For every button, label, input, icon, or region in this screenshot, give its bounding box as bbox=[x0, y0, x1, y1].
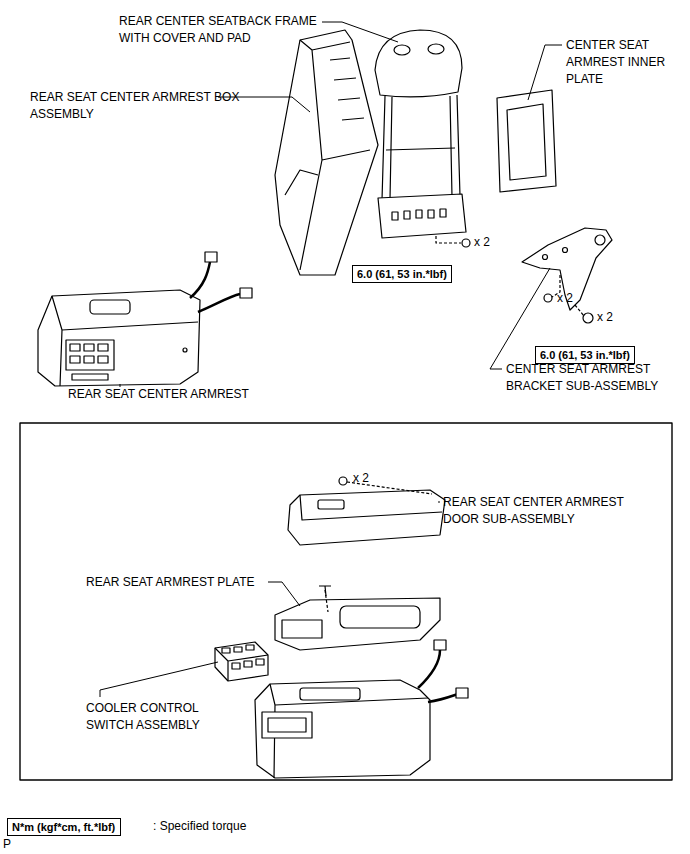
seatback-frame bbox=[392, 212, 398, 220]
center-armrest-lower bbox=[255, 640, 468, 778]
cooler-switch bbox=[232, 663, 240, 669]
center-armrest-lower bbox=[262, 712, 312, 738]
torque-box: 6.0 (61, 53 in.*lbf) bbox=[352, 265, 452, 283]
cooler-switch bbox=[222, 648, 230, 653]
seatback-frame bbox=[375, 30, 462, 97]
fastener-line bbox=[436, 236, 461, 243]
center-armrest bbox=[38, 290, 200, 386]
armrest-door bbox=[288, 490, 445, 545]
armrest-door bbox=[288, 490, 445, 545]
leader-line bbox=[438, 502, 440, 503]
center-armrest-lower bbox=[434, 640, 446, 650]
leader-line bbox=[100, 662, 218, 697]
center-armrest bbox=[72, 374, 108, 380]
cooler-switch bbox=[215, 642, 268, 681]
part-name: CENTER SEAT ARMREST INNER PLATE bbox=[566, 37, 666, 88]
part-name: CENTER SEAT ARMREST BRACKET SUB-ASSEMBLY bbox=[506, 361, 681, 395]
armrest-plate bbox=[282, 620, 322, 638]
part-name: REAR SEAT CENTER ARMREST bbox=[68, 386, 249, 403]
seatback-frame bbox=[394, 45, 410, 55]
screw-symbol bbox=[319, 586, 331, 596]
legend-text: : Specified torque bbox=[153, 818, 246, 835]
seatback-frame bbox=[440, 209, 446, 217]
center-armrest bbox=[70, 344, 80, 351]
armrest-plate bbox=[340, 606, 420, 628]
part-name: REAR SEAT CENTER ARMREST BOX ASSEMBLY bbox=[30, 89, 240, 123]
part-name: REAR CENTER SEATBACK FRAME WITH COVER AN… bbox=[119, 13, 319, 47]
bolt-symbol bbox=[583, 313, 593, 323]
armrest-bracket bbox=[522, 228, 612, 310]
fastener-line bbox=[575, 305, 584, 316]
armrest-box-assembly bbox=[275, 30, 378, 275]
center-armrest-lower bbox=[428, 694, 458, 702]
torque-box: 6.0 (61, 53 in.*lbf) bbox=[535, 346, 635, 364]
center-armrest bbox=[90, 300, 130, 314]
armrest-box-assembly bbox=[300, 40, 370, 270]
center-armrest bbox=[198, 294, 240, 312]
armrest-box-assembly bbox=[275, 30, 378, 275]
center-armrest bbox=[52, 296, 198, 386]
cooler-switch bbox=[215, 642, 268, 681]
quantity: x 2 bbox=[597, 309, 613, 326]
seatback-frame bbox=[375, 30, 466, 238]
inner-plate bbox=[497, 90, 556, 192]
nut-symbol bbox=[544, 294, 552, 302]
quantity: x 2 bbox=[557, 290, 573, 307]
leader-line bbox=[322, 22, 398, 42]
leader-line bbox=[100, 22, 562, 697]
group-frame bbox=[20, 423, 672, 780]
armrest-bracket bbox=[595, 235, 605, 245]
seatback-frame bbox=[386, 148, 455, 150]
center-armrest bbox=[205, 252, 217, 262]
center-armrest bbox=[84, 344, 94, 351]
seatback-frame bbox=[416, 210, 422, 218]
center-armrest bbox=[183, 348, 187, 352]
center-armrest bbox=[38, 252, 252, 386]
part-name: REAR SEAT ARMREST PLATE bbox=[86, 574, 255, 591]
armrest-bracket bbox=[563, 248, 568, 253]
nut-symbol bbox=[462, 239, 470, 247]
center-armrest-lower bbox=[255, 680, 430, 778]
cooler-switch bbox=[215, 648, 268, 681]
torque-value: 6.0 (61, 53 in.*lbf) bbox=[353, 266, 451, 282]
part-name: REAR SEAT CENTER ARMREST DOOR SUB-ASSEMB… bbox=[443, 494, 658, 528]
screw-symbol bbox=[339, 477, 347, 485]
center-armrest bbox=[240, 288, 252, 298]
seatback-frame bbox=[382, 95, 460, 200]
center-armrest-lower bbox=[300, 688, 360, 700]
seatback-frame bbox=[428, 210, 434, 218]
torque-value: N*m (kgf*cm, ft.*lbf) bbox=[8, 819, 120, 835]
armrest-door bbox=[318, 500, 344, 509]
leader-line bbox=[120, 384, 121, 387]
cooler-switch bbox=[234, 647, 242, 652]
cooler-switch bbox=[246, 645, 254, 650]
quantity: x 2 bbox=[353, 470, 369, 487]
armrest-bracket bbox=[543, 255, 548, 260]
center-armrest-lower bbox=[268, 718, 306, 732]
armrest-bracket bbox=[522, 228, 612, 310]
torque-value: 6.0 (61, 53 in.*lbf) bbox=[536, 347, 634, 363]
armrest-door bbox=[300, 495, 442, 520]
center-armrest bbox=[84, 356, 94, 363]
page-mark: P bbox=[3, 836, 11, 853]
part-name: COOLER CONTROL SWITCH ASSEMBLY bbox=[86, 700, 226, 734]
center-armrest bbox=[70, 356, 80, 363]
center-armrest bbox=[98, 356, 108, 363]
center-armrest bbox=[66, 340, 114, 370]
armrest-box-assembly bbox=[330, 58, 364, 120]
quantity: x 2 bbox=[474, 234, 490, 251]
center-armrest bbox=[190, 262, 210, 298]
seatback-frame bbox=[378, 194, 466, 238]
center-armrest-lower bbox=[418, 650, 440, 688]
leader-line bbox=[528, 45, 562, 100]
cooler-switch bbox=[244, 661, 252, 667]
center-armrest bbox=[98, 344, 108, 351]
leader-line bbox=[268, 582, 300, 606]
torque-legend-box: N*m (kgf*cm, ft.*lbf) bbox=[7, 818, 121, 836]
cooler-switch bbox=[256, 659, 264, 665]
center-armrest-lower bbox=[456, 688, 468, 698]
seatback-frame bbox=[428, 44, 444, 54]
armrest-box-assembly bbox=[285, 170, 318, 195]
seatback-frame bbox=[404, 211, 410, 219]
